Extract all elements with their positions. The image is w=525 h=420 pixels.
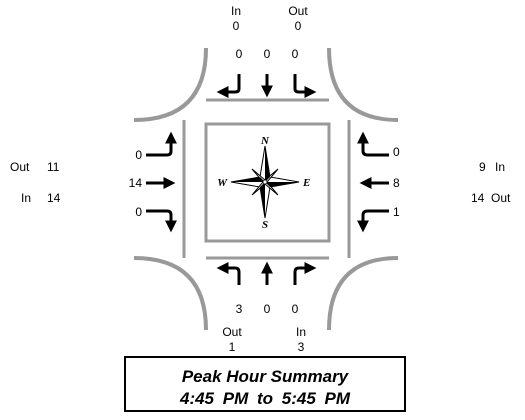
east-in-value: 9 <box>479 160 486 174</box>
west-right-count: 0 <box>135 205 142 219</box>
south-right-arrow <box>293 262 317 285</box>
road-edge-se <box>327 256 399 331</box>
south-in-value: 3 <box>297 340 305 354</box>
east-out-label: Out <box>491 191 511 205</box>
compass-w: W <box>217 177 228 189</box>
road-edge-nw <box>133 47 208 122</box>
north-out-label: Out <box>288 4 308 18</box>
north-right-count: 0 <box>235 47 243 61</box>
west-out-label: Out <box>10 160 30 174</box>
east-out-value: 14 <box>471 191 485 205</box>
west-right-arrow <box>146 209 177 233</box>
east-through-count: 8 <box>393 176 400 190</box>
north-through-count: 0 <box>263 47 271 61</box>
road-edge-ne <box>327 47 399 122</box>
summary-title: Peak Hour Summary <box>181 367 349 386</box>
east-left-count: 1 <box>393 205 400 219</box>
north-left-count: 0 <box>291 47 299 61</box>
north-left-arrow <box>293 74 317 98</box>
south-out-label: Out <box>222 325 242 339</box>
east-left-arrow <box>357 209 389 233</box>
compass-rose: N S E W <box>217 135 310 231</box>
south-right-count: 0 <box>291 302 299 316</box>
south-left-arrow <box>216 262 241 285</box>
east-right-arrow <box>357 131 389 157</box>
compass-s: S <box>262 219 268 231</box>
road-edges <box>133 47 399 331</box>
summary-connector: to <box>256 389 274 408</box>
north-in-value: 0 <box>232 19 240 33</box>
north-in-label: In <box>230 4 242 18</box>
north-right-arrow <box>216 74 241 98</box>
east-in-label: In <box>495 160 506 174</box>
west-out-value: 11 <box>47 160 60 174</box>
summary-end-time: 5:45 PM <box>281 389 350 408</box>
compass-n: N <box>260 135 270 147</box>
south-through-count: 0 <box>263 302 271 316</box>
west-in-label: In <box>21 191 32 205</box>
west-through-count: 14 <box>128 176 142 190</box>
summary-start-time: 4:45 PM <box>179 389 249 408</box>
west-left-count: 0 <box>135 148 142 162</box>
south-in-label: In <box>295 325 307 339</box>
west-in-value: 14 <box>47 191 61 205</box>
south-left-count: 3 <box>235 302 243 316</box>
road-edge-sw <box>133 256 208 331</box>
south-out-value: 1 <box>228 340 236 354</box>
summary-time-range: 4:45 PM to 5:45 PM <box>126 389 404 409</box>
intersection-center <box>204 122 331 243</box>
west-left-arrow <box>146 131 177 157</box>
compass-e: E <box>302 177 310 189</box>
north-out-value: 0 <box>294 19 302 33</box>
peak-hour-summary-box: Peak Hour Summary 4:45 PM to 5:45 PM <box>124 356 406 412</box>
east-right-count: 0 <box>393 145 400 159</box>
